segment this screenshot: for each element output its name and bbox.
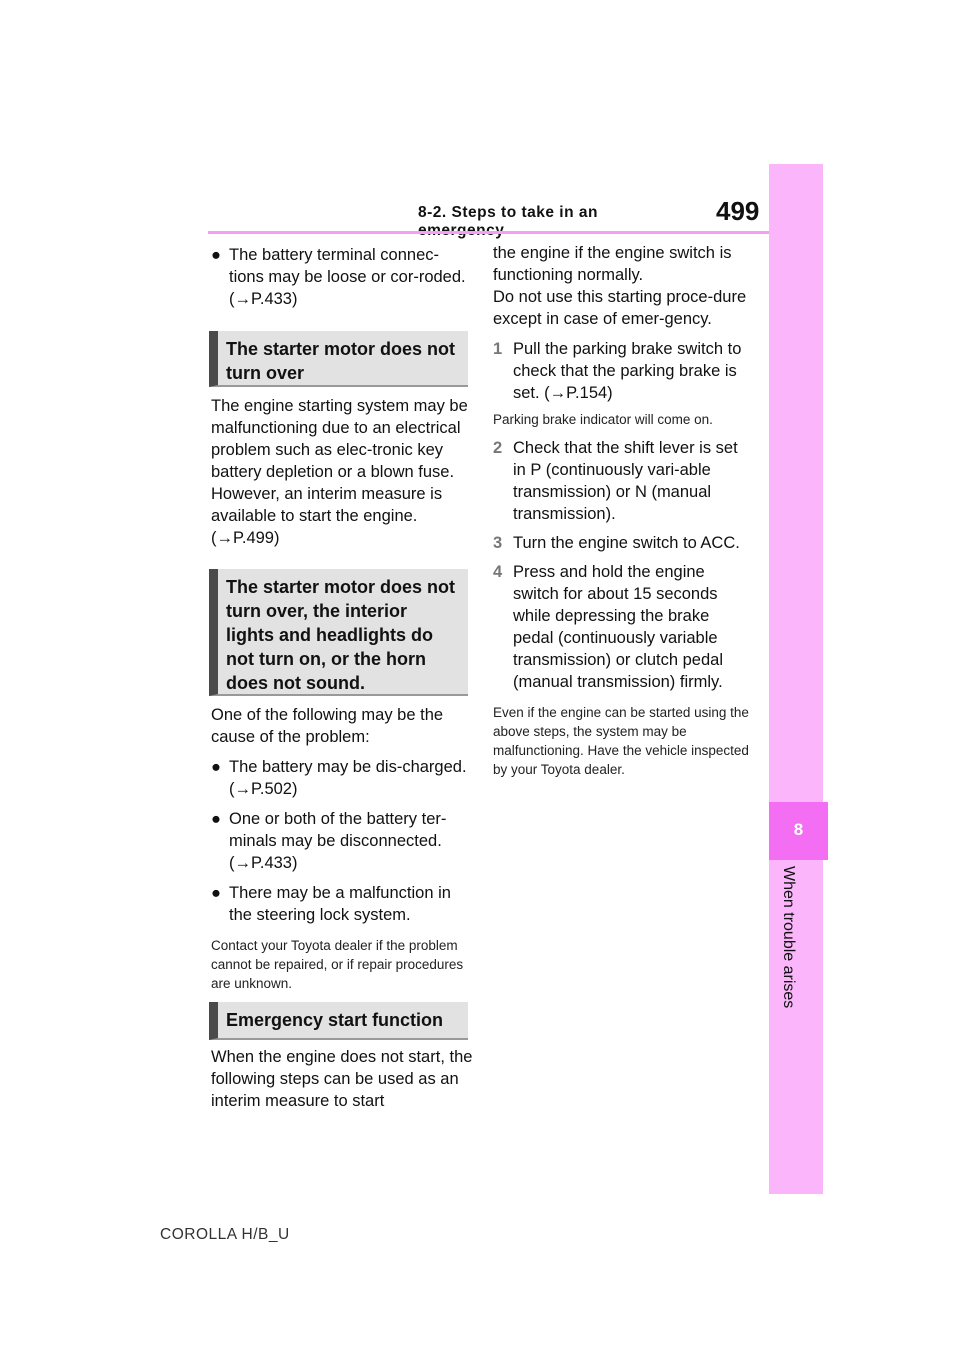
step-4: 4 Press and hold the engine switch for a…: [493, 561, 749, 693]
step-3: 3 Turn the engine switch to ACC.: [493, 532, 749, 554]
chapter-number: 8: [793, 820, 804, 839]
bullet-icon: ●: [211, 246, 221, 264]
step-text: Press and hold the engine switch for abo…: [513, 563, 724, 691]
chapter-side-tab: [769, 164, 823, 1194]
heading-starter-no-turn: The starter motor does not turn over: [209, 331, 468, 387]
step-text: Check that the shift lever is set in P (…: [513, 439, 738, 523]
step-number: 3: [493, 534, 503, 552]
paragraph: The engine starting system may be malfun…: [211, 397, 468, 547]
section-title: 8-2. Steps to take in an emergency: [418, 204, 598, 239]
bullet-text: The battery terminal connec-tions may be…: [229, 246, 466, 308]
page-number: 499: [716, 196, 760, 226]
paragraph: When the engine does not start, the foll…: [211, 1048, 473, 1110]
step-text: Turn the engine switch to ACC.: [513, 534, 740, 552]
bullet-text: There may be a malfunction in the steeri…: [229, 884, 451, 924]
paragraph: Do not use this starting proce-dure exce…: [493, 288, 747, 328]
left-causes: One of the following may be the cause of…: [211, 704, 473, 993]
left-paragraph-3: When the engine does not start, the foll…: [211, 1046, 473, 1112]
heading-emergency-start: Emergency start function: [209, 1002, 468, 1040]
chapter-title-vertical: When trouble arises: [771, 866, 797, 1166]
left-intro-bullet: ● The battery terminal connec-tions may …: [211, 244, 473, 310]
heading-starter-no-lights: The starter motor does not turn over, th…: [209, 569, 468, 696]
bullet-icon: ●: [211, 884, 221, 902]
step-number: 1: [493, 340, 503, 358]
final-note: Even if the engine can be started using …: [493, 705, 749, 777]
step-2: 2 Check that the shift lever is set in P…: [493, 437, 749, 525]
footer-model: COROLLA H/B_U: [160, 1226, 290, 1243]
chapter-title: When trouble arises: [780, 866, 797, 1009]
step-text: Pull the parking brake switch to check t…: [513, 340, 742, 402]
right-column: the engine if the engine switch is funct…: [493, 242, 749, 779]
bullet-text: One or both of the battery ter-minals ma…: [229, 810, 447, 872]
bullet-icon: ●: [211, 810, 221, 828]
paragraph: One of the following may be the cause of…: [211, 706, 444, 746]
note: Contact your Toyota dealer if the proble…: [211, 938, 464, 991]
left-paragraph-1: The engine starting system may be malfun…: [211, 395, 473, 549]
bullet-text: The battery may be dis-charged. (→P.502): [229, 758, 467, 798]
header-rule: [208, 231, 770, 234]
step-1: 1 Pull the parking brake switch to check…: [493, 338, 749, 404]
step-number: 4: [493, 563, 503, 581]
step-note: Parking brake indicator will come on.: [493, 412, 713, 427]
bullet-icon: ●: [211, 758, 221, 776]
step-number: 2: [493, 439, 503, 457]
chapter-number-tab: [769, 802, 828, 860]
paragraph: the engine if the engine switch is funct…: [493, 244, 732, 284]
